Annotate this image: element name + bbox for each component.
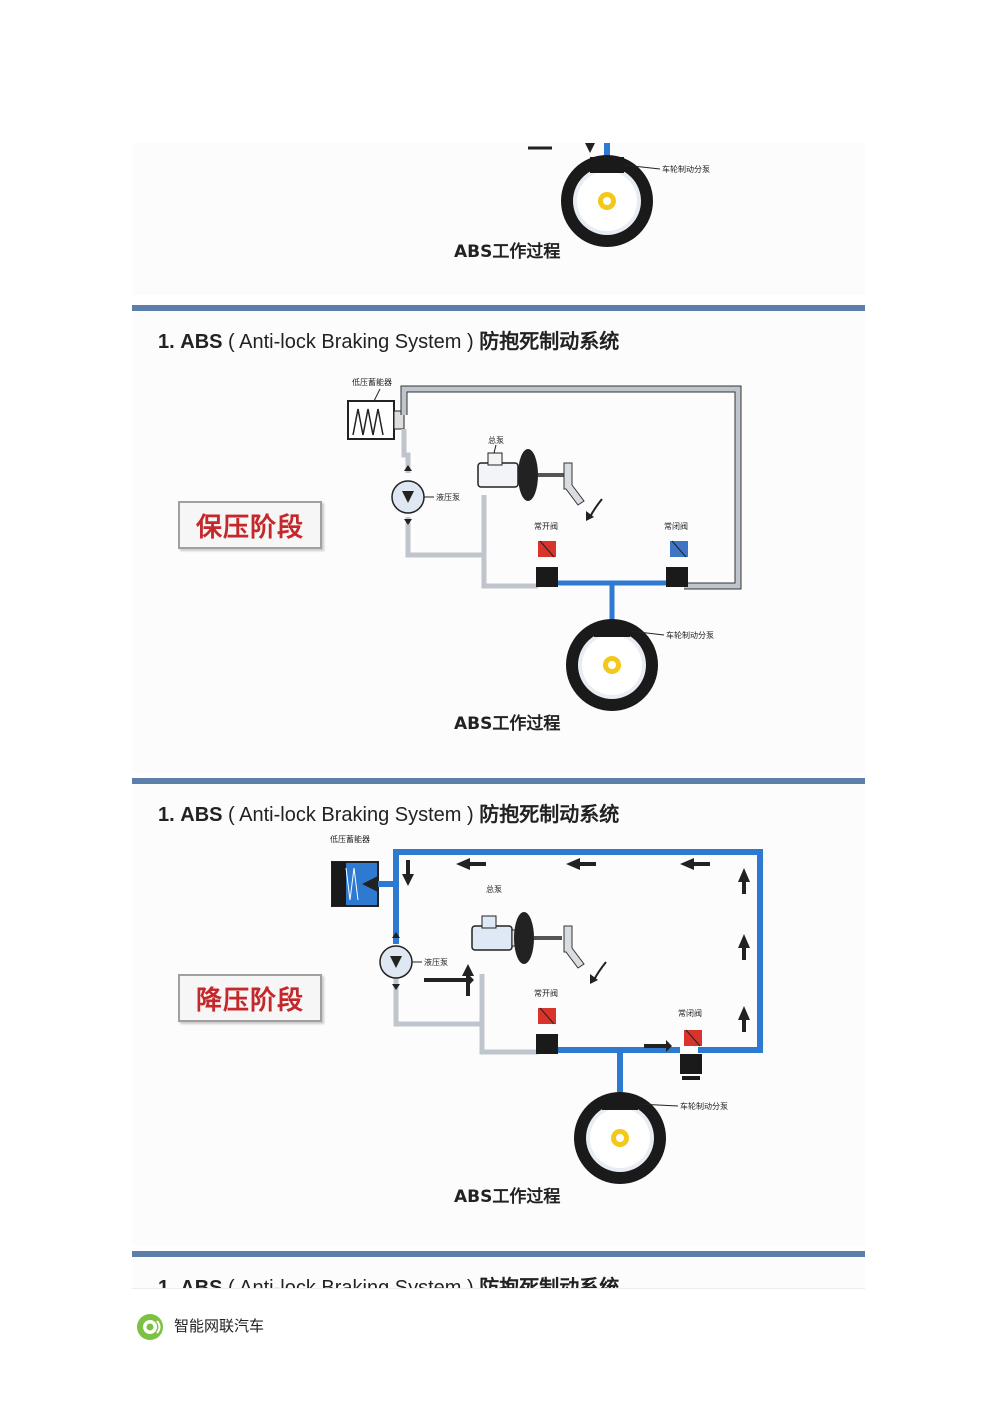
slide-title: 1. ABS ( Anti-lock Braking System ) 防抱死制… bbox=[158, 325, 619, 354]
normally-closed-valve-icon bbox=[680, 1029, 702, 1080]
normally-closed-valve-icon bbox=[666, 540, 688, 587]
master-cylinder-icon bbox=[471, 912, 607, 984]
title-number: 1. bbox=[158, 331, 175, 353]
title-chinese: 防抱死制动系统 bbox=[479, 1277, 620, 1288]
master-cylinder-icon bbox=[477, 449, 603, 521]
title-full: ( Anti-lock Braking System ) bbox=[228, 331, 474, 353]
brand-name[interactable]: 智能网联汽车 bbox=[174, 1317, 265, 1335]
abs-release-diagram: 低压蓄能器 bbox=[330, 834, 763, 1184]
slide-title: 1. ABS ( Anti-lock Braking System ) 防抱死制… bbox=[158, 798, 619, 827]
slide-release-pressure: 1. ABS ( Anti-lock Braking System ) 防抱死制… bbox=[132, 778, 865, 1246]
slide-partial-bottom: 1. ABS ( Anti-lock Braking System ) 防抱死制… bbox=[132, 1251, 865, 1288]
accumulator-icon bbox=[331, 861, 382, 907]
normally-closed-valve-label: 常闭阀 bbox=[678, 1009, 702, 1018]
abs-hold-diagram: 低压蓄能器 液压泵 bbox=[347, 377, 742, 711]
brand-logo-icon bbox=[137, 1314, 163, 1340]
pump-label: 液压泵 bbox=[436, 492, 460, 502]
accumulator-icon bbox=[347, 400, 405, 440]
slide-partial-top: 车轮制动分泵 ABS工作过程 bbox=[132, 143, 865, 295]
wheel-cylinder-label: 车轮制动分泵 bbox=[666, 630, 714, 640]
title-abbr: ABS bbox=[180, 331, 223, 353]
wheel-cylinder-label: 车轮制动分泵 bbox=[662, 164, 710, 174]
flow-arrows bbox=[402, 858, 750, 1052]
slide-title: 1. ABS ( Anti-lock Braking System ) 防抱死制… bbox=[158, 1271, 619, 1288]
wheel-icon bbox=[566, 619, 658, 711]
title-number: 1. bbox=[158, 1277, 175, 1288]
title-full: ( Anti-lock Braking System ) bbox=[228, 1277, 474, 1288]
stage-label-release: 降压阶段 bbox=[178, 974, 322, 1022]
accumulator-label: 低压蓄能器 bbox=[352, 377, 392, 387]
master-cylinder-label: 总泵 bbox=[488, 435, 504, 445]
slide-hold-pressure: 1. ABS ( Anti-lock Braking System ) 防抱死制… bbox=[132, 305, 865, 773]
master-cylinder-label: 总泵 bbox=[486, 884, 502, 894]
footer: 智能网联汽车 bbox=[132, 1288, 865, 1359]
title-abbr: ABS bbox=[180, 804, 223, 826]
title-chinese: 防抱死制动系统 bbox=[479, 804, 620, 826]
wheel-diagram-partial: 车轮制动分泵 bbox=[528, 143, 710, 247]
normally-open-valve-label: 常开阀 bbox=[534, 989, 558, 998]
title-number: 1. bbox=[158, 804, 175, 826]
accumulator-label: 低压蓄能器 bbox=[330, 834, 370, 844]
normally-open-valve-icon bbox=[536, 1007, 558, 1054]
normally-open-valve-icon bbox=[536, 540, 558, 587]
wheel-cylinder-label: 车轮制动分泵 bbox=[680, 1101, 728, 1111]
title-full: ( Anti-lock Braking System ) bbox=[228, 804, 474, 826]
pump-label: 液压泵 bbox=[424, 957, 448, 967]
slide-title-bar bbox=[132, 778, 865, 784]
title-abbr: ABS bbox=[180, 1277, 223, 1288]
diagram-caption: ABS工作过程 bbox=[454, 1187, 561, 1207]
wheel-icon bbox=[561, 155, 653, 247]
normally-closed-valve-label: 常闭阀 bbox=[664, 522, 688, 531]
wheel-icon bbox=[574, 1092, 666, 1184]
stage-label-hold: 保压阶段 bbox=[178, 501, 322, 549]
pump-icon bbox=[391, 465, 425, 525]
diagram-caption: ABS工作过程 bbox=[454, 714, 561, 734]
slide-title-bar bbox=[132, 305, 865, 311]
diagram-caption: ABS工作过程 bbox=[454, 242, 561, 262]
normally-open-valve-label: 常开阀 bbox=[534, 522, 558, 531]
title-chinese: 防抱死制动系统 bbox=[479, 331, 620, 353]
slide-title-bar bbox=[132, 1251, 865, 1257]
